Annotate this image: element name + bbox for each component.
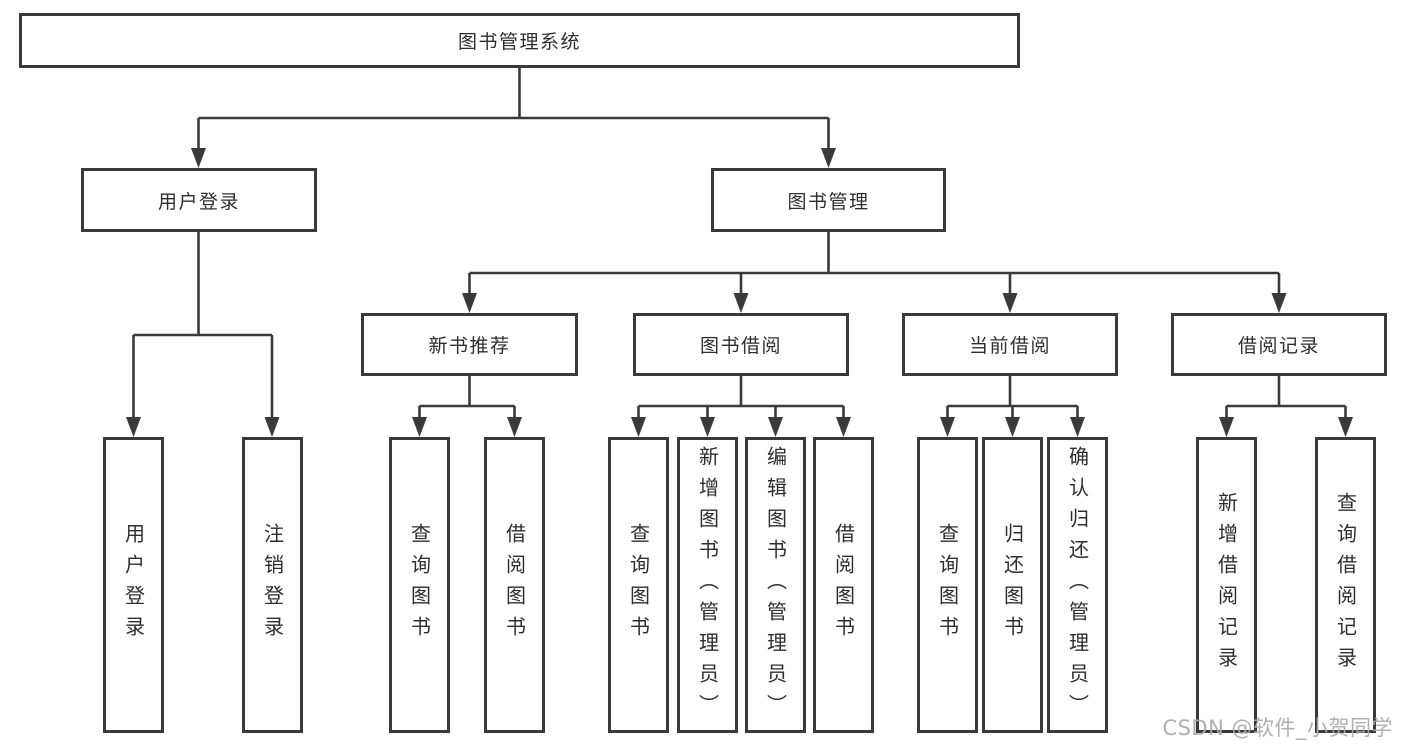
arrowheads xyxy=(126,148,1353,437)
connector-book-borrow-children xyxy=(637,376,845,420)
node-leaf-bb-add-book-admin: 新增图书（管理员） xyxy=(677,437,738,733)
node-book-management: 图书管理 xyxy=(711,168,946,232)
node-leaf-nb-borrow-book: 借阅图书 xyxy=(484,437,545,733)
connector-new-book-children xyxy=(418,376,516,420)
connector-borrow-record-children xyxy=(1225,376,1347,420)
connector-current-borrow-children xyxy=(946,376,1079,420)
node-new-book-recommend: 新书推荐 xyxy=(361,313,578,376)
watermark: CSDN @软件_小贺同学 xyxy=(1162,716,1393,740)
node-root-system: 图书管理系统 xyxy=(19,13,1020,68)
node-leaf-logout: 注销登录 xyxy=(242,437,303,733)
node-leaf-user-login: 用户登录 xyxy=(103,437,164,733)
node-borrow-record: 借阅记录 xyxy=(1171,313,1387,376)
connector-book-management-children xyxy=(468,232,1281,296)
node-leaf-cb-query-book: 查询图书 xyxy=(917,437,978,733)
node-leaf-bb-borrow-book: 借阅图书 xyxy=(813,437,874,733)
node-book-borrow: 图书借阅 xyxy=(633,313,849,376)
connector-user-login-children xyxy=(132,232,274,419)
node-leaf-cb-confirm-return-admin: 确认归还（管理员） xyxy=(1047,437,1108,733)
node-leaf-cb-return-book: 归还图书 xyxy=(982,437,1043,733)
node-leaf-br-add-record: 新增借阅记录 xyxy=(1196,437,1257,733)
node-leaf-br-query-record: 查询借阅记录 xyxy=(1315,437,1376,733)
node-leaf-nb-query-book: 查询图书 xyxy=(389,437,450,733)
connector-root-to-level2 xyxy=(197,68,830,150)
node-current-borrow: 当前借阅 xyxy=(902,313,1118,376)
node-leaf-bb-edit-book-admin: 编辑图书（管理员） xyxy=(745,437,806,733)
node-leaf-bb-query-book: 查询图书 xyxy=(608,437,669,733)
node-user-login: 用户登录 xyxy=(81,168,317,232)
